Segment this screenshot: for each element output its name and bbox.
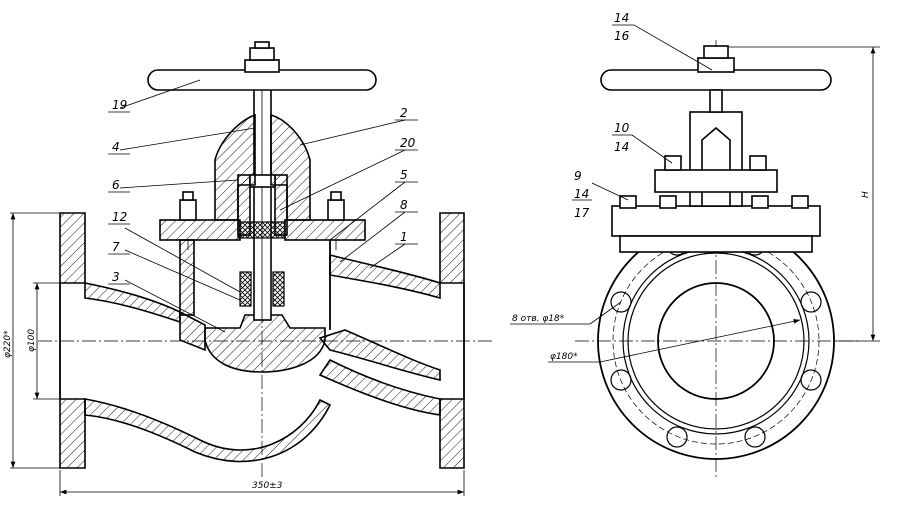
dim-bolt-circle: φ180* — [550, 352, 578, 362]
callout-5: 5 — [400, 168, 408, 182]
callout-14-low: 14 — [574, 187, 589, 201]
left-flange — [59, 212, 86, 469]
callout-20: 20 — [400, 136, 416, 150]
callout-17: 17 — [574, 206, 590, 220]
callout-14-top: 14 — [614, 11, 629, 25]
callout-14-mid: 14 — [614, 140, 629, 154]
callout-10: 10 — [614, 121, 630, 135]
right-flange — [439, 212, 465, 469]
handwheel — [147, 41, 377, 91]
callout-8: 8 — [400, 198, 408, 212]
callout-2: 2 — [400, 106, 408, 120]
callout-16: 16 — [614, 29, 630, 43]
callout-12: 12 — [112, 210, 127, 224]
section-view: φ220* φ100 350±3 19 4 — [3, 41, 492, 496]
dim-outer-diameter: φ220* — [3, 330, 13, 358]
dim-holes: 8 отв. φ18* — [512, 314, 565, 324]
callout-19: 19 — [112, 98, 127, 112]
dim-height: H — [861, 191, 871, 198]
callout-9: 9 — [574, 169, 582, 183]
callout-4: 4 — [112, 140, 120, 154]
callout-1: 1 — [400, 230, 408, 244]
dim-bore-diameter: φ100 — [27, 329, 37, 352]
dim-length: 350±3 — [252, 481, 283, 491]
callout-7: 7 — [112, 240, 120, 254]
callout-6: 6 — [112, 178, 120, 192]
side-view: H 8 отв. φ18* φ180* 14 16 10 14 9 14 17 — [510, 11, 880, 478]
callout-3: 3 — [112, 270, 120, 284]
cover-bolts — [179, 191, 345, 250]
